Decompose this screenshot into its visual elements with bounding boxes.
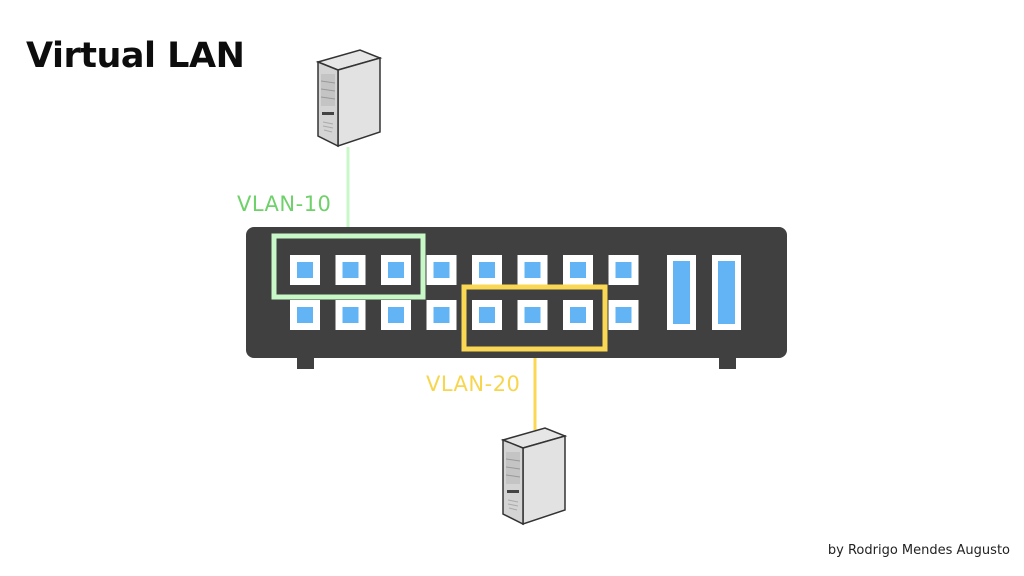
switch-port[interactable] [426,300,457,330]
vlan10-label: VLAN-10 [237,192,332,216]
uplink-port[interactable] [712,255,741,330]
author-credit: by Rodrigo Mendes Augusto [827,543,1010,558]
switch-port[interactable] [381,300,411,330]
vlan20-group-box [461,284,608,352]
switch-port[interactable] [608,255,639,285]
vlan20-label: VLAN-20 [426,372,521,396]
switch-body [246,227,787,358]
switch-port[interactable] [335,300,366,330]
server-icon[interactable] [500,427,568,526]
switch-port[interactable] [563,300,593,330]
switch-port[interactable] [608,300,639,330]
switch-foot-right [719,356,736,369]
switch-port[interactable] [290,300,320,330]
switch-foot-left [297,356,314,369]
switch-port[interactable] [426,255,457,285]
switch-port[interactable] [472,255,502,285]
vlan10-group-box [271,233,426,300]
switch-port[interactable] [517,255,548,285]
switch-port[interactable] [517,300,548,330]
page-title: Virtual LAN [26,36,245,76]
uplink-port[interactable] [667,255,696,330]
server-icon[interactable] [315,49,383,148]
switch-port[interactable] [563,255,593,285]
switch-ports [290,255,639,330]
switch-port[interactable] [335,255,366,285]
switch-port[interactable] [381,255,411,285]
switch-port[interactable] [290,255,320,285]
switch-port[interactable] [472,300,502,330]
